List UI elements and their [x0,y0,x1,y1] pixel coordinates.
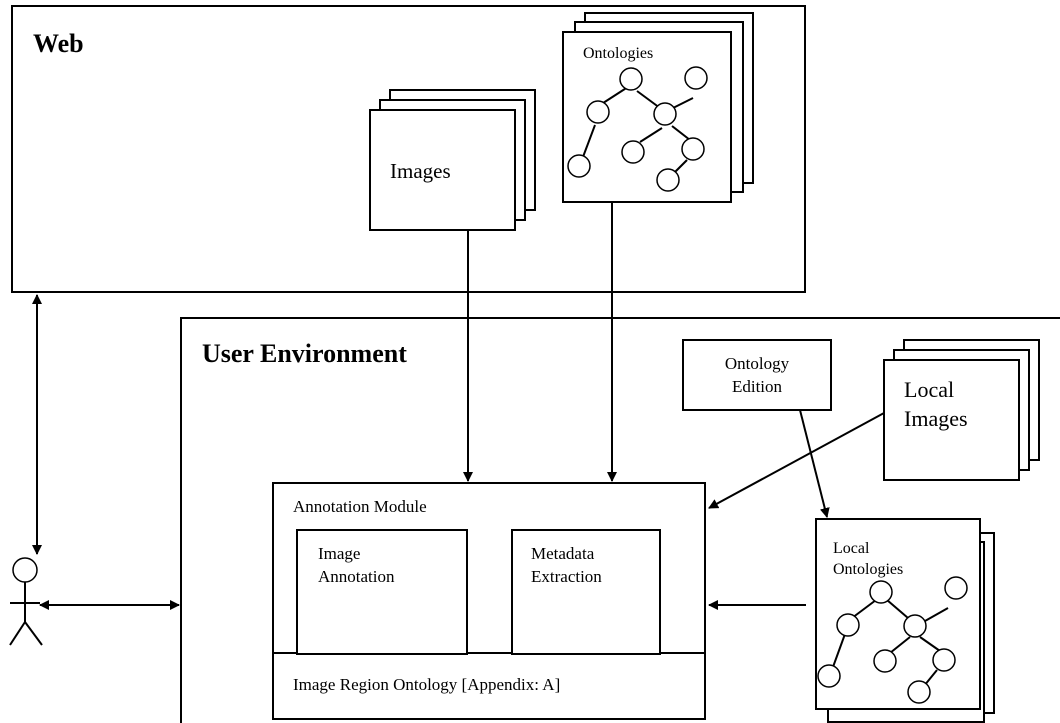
web-title: Web [33,29,84,58]
ontology-edition-to-local-ontologies-arrow [799,409,830,518]
metadata-extraction-line1: Metadata [531,544,595,563]
user-environment-title: User Environment [202,339,407,368]
annotation-module: Annotation Module Image Annotation Metad… [272,482,706,720]
region-ontology-label: Image Region Ontology [Appendix: A] [293,675,560,694]
local-ontology-graph [817,576,968,704]
image-annotation-box [296,529,468,655]
local-images-to-annotation-arrow [708,412,885,509]
ontology-edition-line1: Ontology [725,354,790,373]
ontology-graph [567,66,708,192]
ontologies-label: Ontologies [583,45,653,62]
ontology-edition-box: Ontology Edition [682,339,832,411]
ontologies-stack: Ontologies [562,12,754,203]
annotation-module-title: Annotation Module [293,497,427,516]
local-ontologies-line1: Local [833,540,870,557]
local-images-line2: Images [904,406,968,431]
local-ontologies-stack: Local Ontologies [815,518,995,723]
user-icon [9,557,43,646]
images-stack: Images [369,89,536,231]
local-images-line1: Local [904,377,954,402]
local-ontologies-line2: Ontologies [833,561,903,578]
user-environment-container: User Environment [180,317,1060,723]
metadata-extraction-box [511,529,661,655]
image-annotation-line1: Image [318,544,360,563]
local-images-stack: Local Images [883,339,1040,481]
ontology-edition-line2: Edition [732,377,783,396]
images-label: Images [390,159,451,183]
connectors [32,202,885,610]
image-annotation-line2: Annotation [318,567,395,586]
metadata-extraction-line2: Extraction [531,567,602,586]
